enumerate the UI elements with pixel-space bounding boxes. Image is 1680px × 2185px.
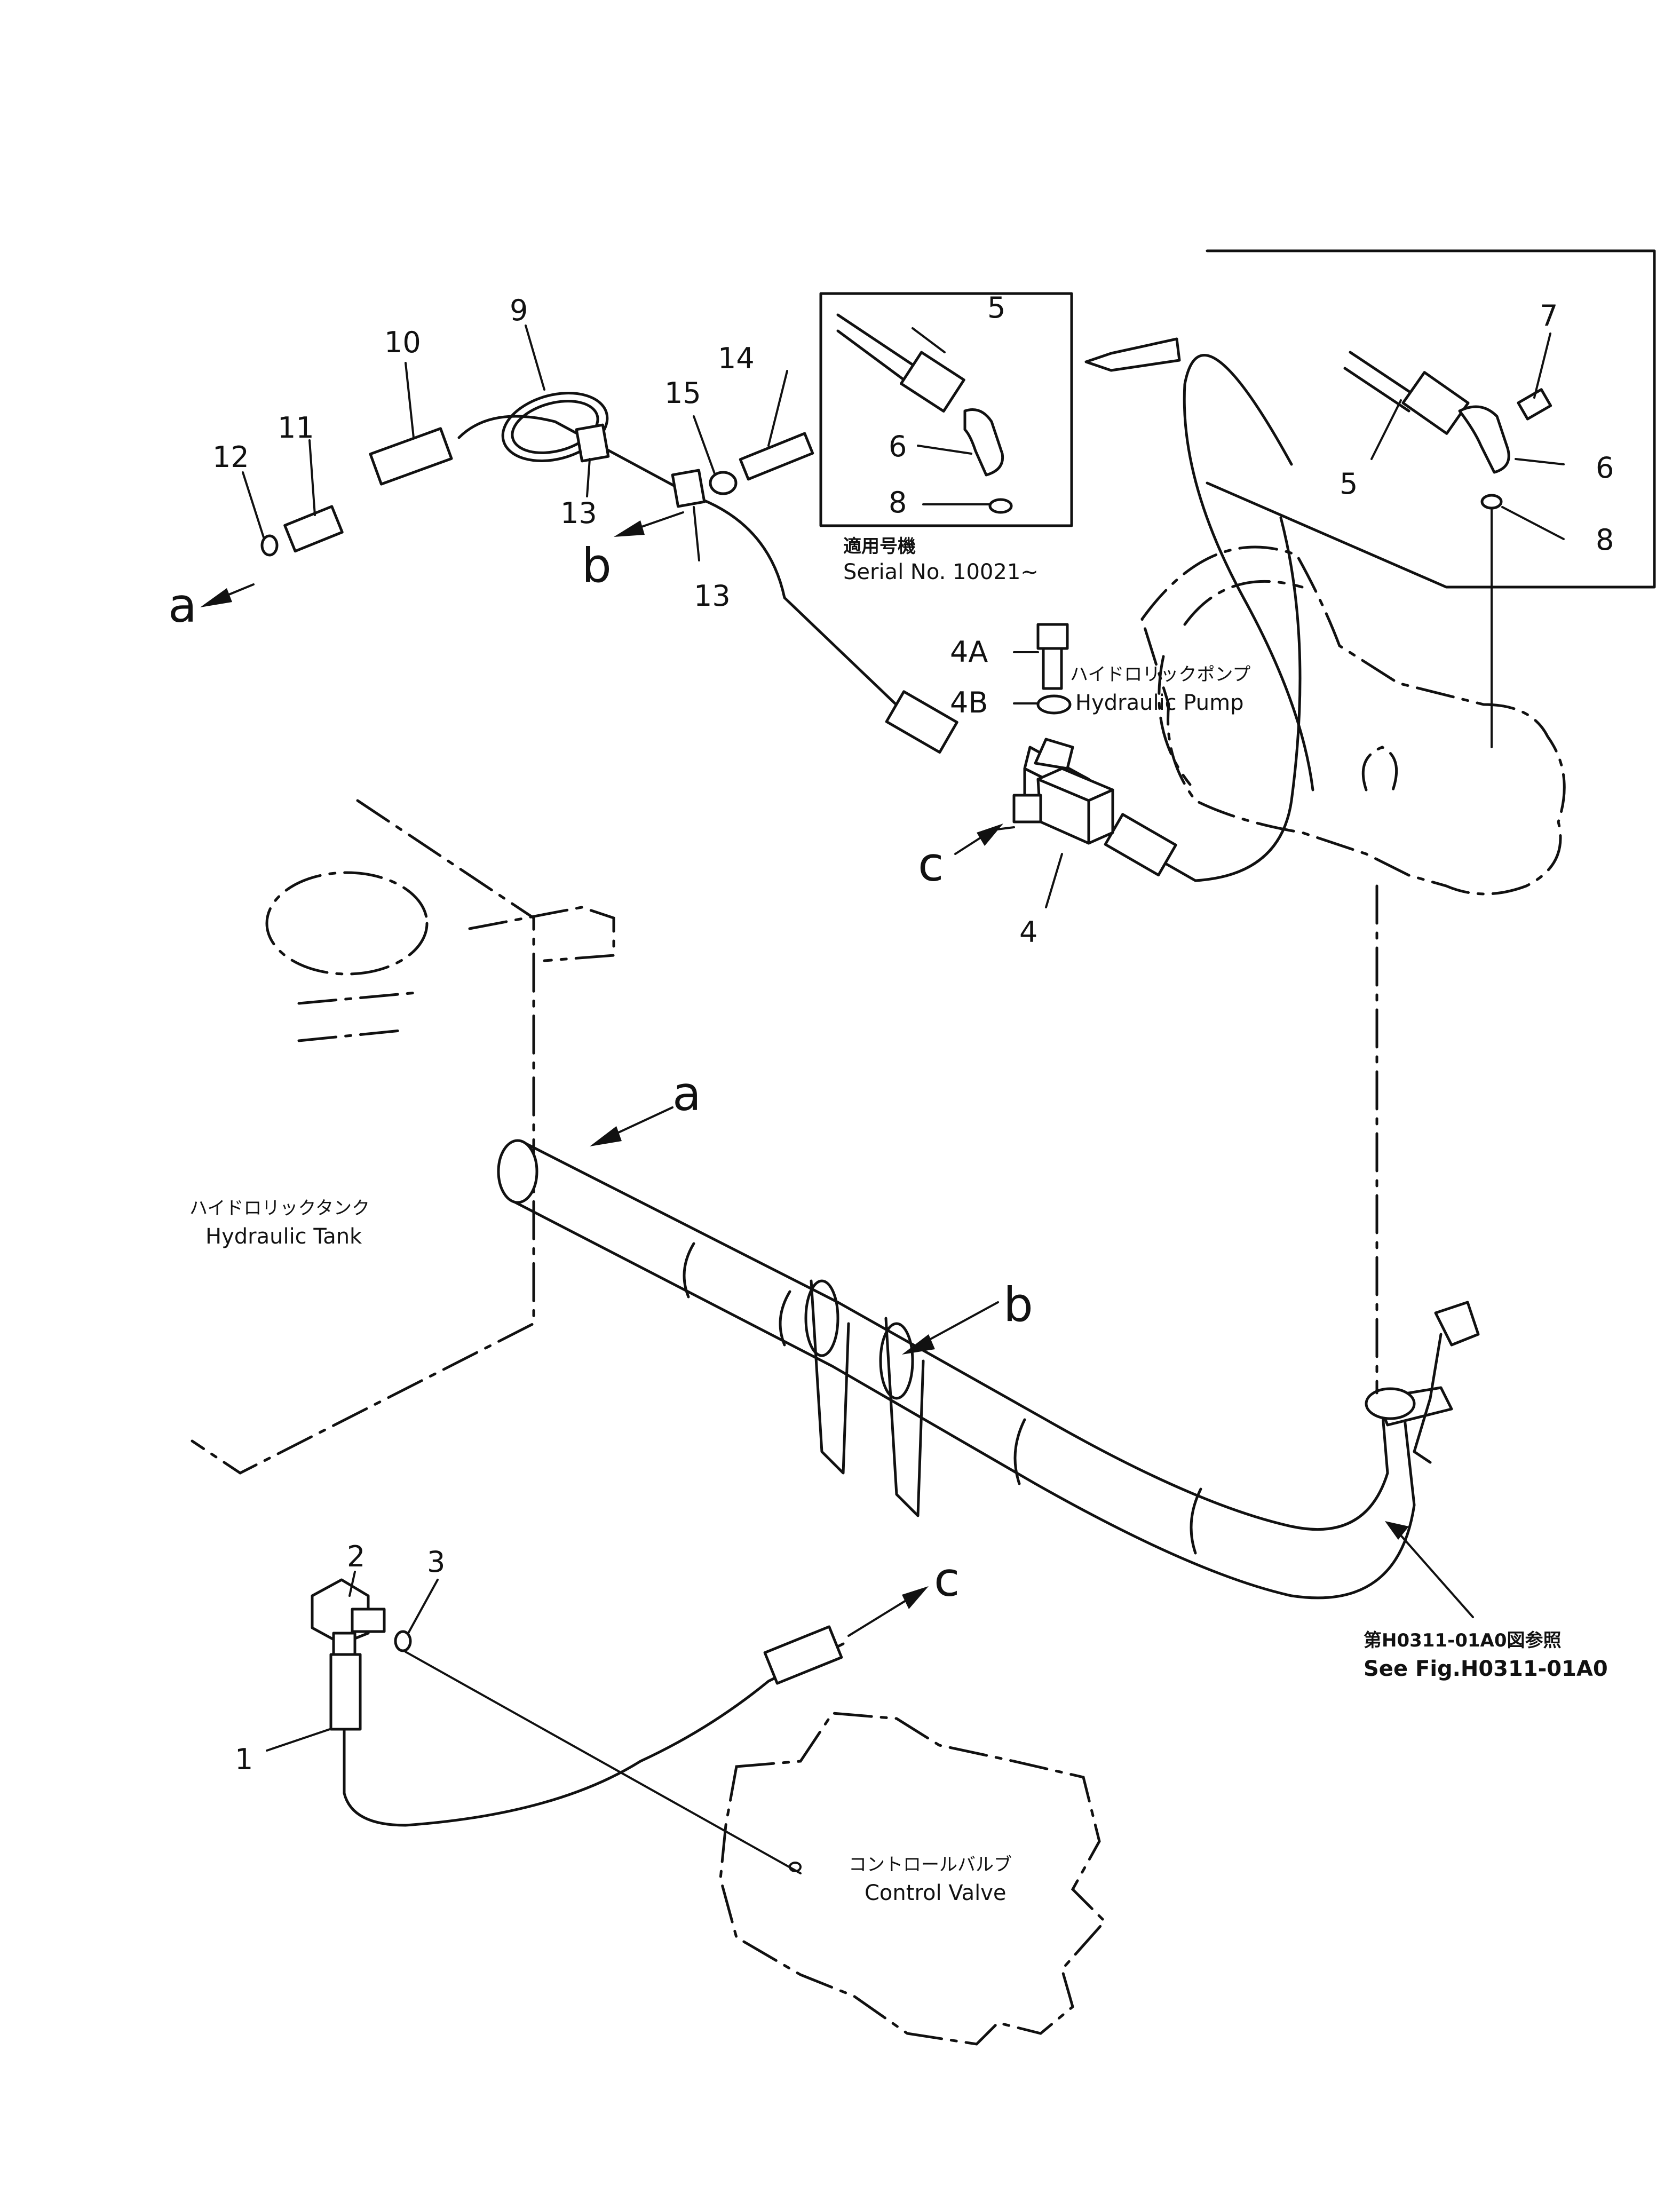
reference-note-jp: 第H0311-01A0図参照 <box>1364 1630 1561 1651</box>
pump-label-jp: ハイドロリックポンプ <box>1070 664 1250 685</box>
part-number-labels: 1 2 3 4 4A 4B 5 6 8 5 6 7 8 9 10 11 12 1… <box>212 291 1614 1776</box>
arrow-b-pipe <box>902 1301 999 1355</box>
letter-b-clip: b <box>582 538 612 593</box>
connection-letters: a b c a b c <box>168 538 1033 1607</box>
hydraulic-pump <box>1140 545 1566 896</box>
arrow-b-clip <box>614 511 684 537</box>
arrow-a-left <box>200 583 255 607</box>
label-part-8a: 8 <box>889 486 907 519</box>
label-part-11: 11 <box>278 411 314 445</box>
fitting-10 <box>369 427 453 486</box>
reference-note: 第H0311-01A0図参照 See Fig.H0311-01A0 <box>1364 1630 1608 1681</box>
hose-lower <box>329 1625 845 1827</box>
inset-caption: 適用号機 Serial No. 10021~ <box>843 536 1039 584</box>
label-part-13b: 13 <box>694 579 731 613</box>
label-part-4b: 4B <box>950 686 988 719</box>
label-part-6b: 6 <box>1596 451 1614 485</box>
inset-arrow <box>1084 337 1181 372</box>
letter-a-tank: a <box>672 1066 701 1121</box>
clip-13 <box>575 423 706 508</box>
component-labels: ハイドロリックポンプ Hydraulic Pump ハイドロリックタンク Hyd… <box>189 664 1250 1905</box>
bolt-14 <box>739 432 814 481</box>
washer-4b <box>1036 694 1072 715</box>
valve-label-en: Control Valve <box>865 1881 1006 1905</box>
bolt-4a <box>1036 623 1069 690</box>
inset-caption-jp: 適用号機 <box>843 536 916 557</box>
leader-lines <box>242 324 1565 1874</box>
label-part-2: 2 <box>347 1540 365 1573</box>
inset-serial-box <box>819 292 1073 527</box>
hose-upper <box>457 354 1314 882</box>
elbow-2 <box>311 1578 386 1656</box>
reference-note-en: See Fig.H0311-01A0 <box>1364 1657 1608 1681</box>
oring-3 <box>394 1630 412 1652</box>
hydraulic-tank <box>191 799 615 1475</box>
label-part-6a: 6 <box>889 430 907 463</box>
inset-pump-detail-box <box>1206 249 1656 748</box>
hose-clamp-9 <box>501 392 609 462</box>
label-part-12: 12 <box>212 440 249 474</box>
label-part-1: 1 <box>235 1743 253 1776</box>
letter-c-tee: c <box>918 837 944 892</box>
label-part-3: 3 <box>427 1545 445 1579</box>
washer-15 <box>709 471 738 495</box>
label-part-13a: 13 <box>560 496 597 530</box>
arrow-a-tank <box>590 1106 673 1146</box>
tank-label-jp: ハイドロリックタンク <box>189 1198 370 1219</box>
control-valve <box>719 1712 1107 2046</box>
fitting-11 <box>283 505 344 553</box>
label-part-9: 9 <box>510 294 528 327</box>
label-part-5a: 5 <box>987 291 1005 324</box>
arrow-ref <box>1385 1521 1409 1540</box>
letter-c-hose: c <box>934 1552 960 1607</box>
label-part-10: 10 <box>384 326 421 359</box>
label-part-8b: 8 <box>1596 523 1614 557</box>
inset-caption-serial: Serial No. 10021~ <box>843 560 1039 584</box>
label-part-4a: 4A <box>950 635 988 669</box>
letter-b-pipe: b <box>1003 1277 1033 1332</box>
tee-fitting <box>1012 767 1114 845</box>
valve-label-jp: コントロールバルブ <box>849 1854 1012 1875</box>
pump-label-en: Hydraulic Pump <box>1075 691 1244 715</box>
return-pipe <box>497 884 1480 1600</box>
label-part-14: 14 <box>718 342 755 375</box>
arrow-c-hose <box>847 1586 929 1637</box>
label-part-5b: 5 <box>1340 467 1358 501</box>
label-part-7: 7 <box>1540 299 1558 332</box>
oring-12 <box>260 534 279 557</box>
label-part-15: 15 <box>664 376 701 410</box>
label-part-4: 4 <box>1019 915 1037 949</box>
letter-a-left: a <box>168 578 197 633</box>
tank-label-en: Hydraulic Tank <box>205 1224 362 1249</box>
arrow-c-tee <box>954 824 1003 855</box>
